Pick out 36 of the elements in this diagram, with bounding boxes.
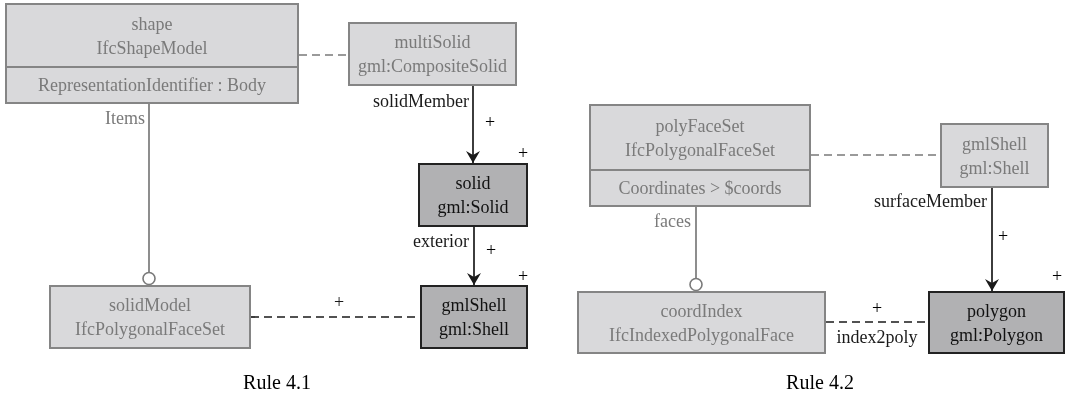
arrow [466,85,480,164]
class-name: coordIndex IfcIndexedPolygonalFace [609,299,794,347]
class-box [589,104,811,207]
class-box [928,291,1065,354]
edge-label: index2poly [835,327,919,347]
class-name: polyFaceSet IfcPolygonalFaceSet [625,114,775,162]
connector-line [689,206,703,292]
caption-text: Rule 4.1 [243,372,311,392]
multiplicity-mark: + [484,112,496,132]
class-box [5,3,299,104]
multiplicity-mark: + [997,226,1009,246]
multiplicity-mark: + [871,298,883,318]
class-box [940,123,1049,188]
connector-line [298,54,349,56]
class-name: multiSolid gml:CompositeSolid [358,31,507,78]
multiplicity-mark: + [518,266,529,286]
class-box [49,285,251,349]
class-name: polygon gml:Polygon [950,299,1043,347]
class-name: solid gml:Solid [437,172,509,219]
class-box [420,285,528,349]
class-box [348,22,517,86]
class-name: solidModel IfcPolygonalFaceSet [75,294,225,341]
class-name: shape IfcShapeModel [96,12,208,60]
caption-text: Rule 4.2 [786,372,854,392]
multiplicity-mark: + [1052,266,1063,286]
class-box [418,163,528,227]
attribute-text: Coordinates > $coords [618,177,782,200]
arrow [985,187,999,292]
class-box [577,291,826,354]
attribute-text: RepresentationIdentifier : Body [38,74,266,97]
class-name: gmlShell gml:Shell [439,294,509,341]
connector-line [142,103,156,286]
class-name: gmlShell gml:Shell [959,132,1030,180]
multiplicity-mark: + [518,143,529,163]
arrow [467,226,481,286]
multiplicity-mark: + [485,240,497,260]
